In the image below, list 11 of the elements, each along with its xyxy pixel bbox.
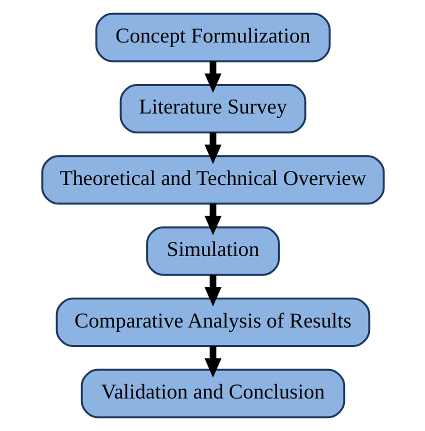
node-box: Theoretical and Technical Overview — [40, 155, 384, 205]
arrow — [204, 274, 221, 306]
node-box: Concept Formulization — [94, 12, 330, 62]
node-box: Validation and Conclusion — [80, 368, 345, 418]
node-box: Comparative Analysis of Results — [55, 298, 370, 347]
arrow — [204, 204, 221, 236]
arrow — [204, 132, 221, 164]
node-box: Simulation — [146, 226, 280, 276]
arrow — [204, 61, 221, 93]
arrow — [204, 346, 221, 378]
node-box: Literature Survey — [119, 84, 306, 134]
